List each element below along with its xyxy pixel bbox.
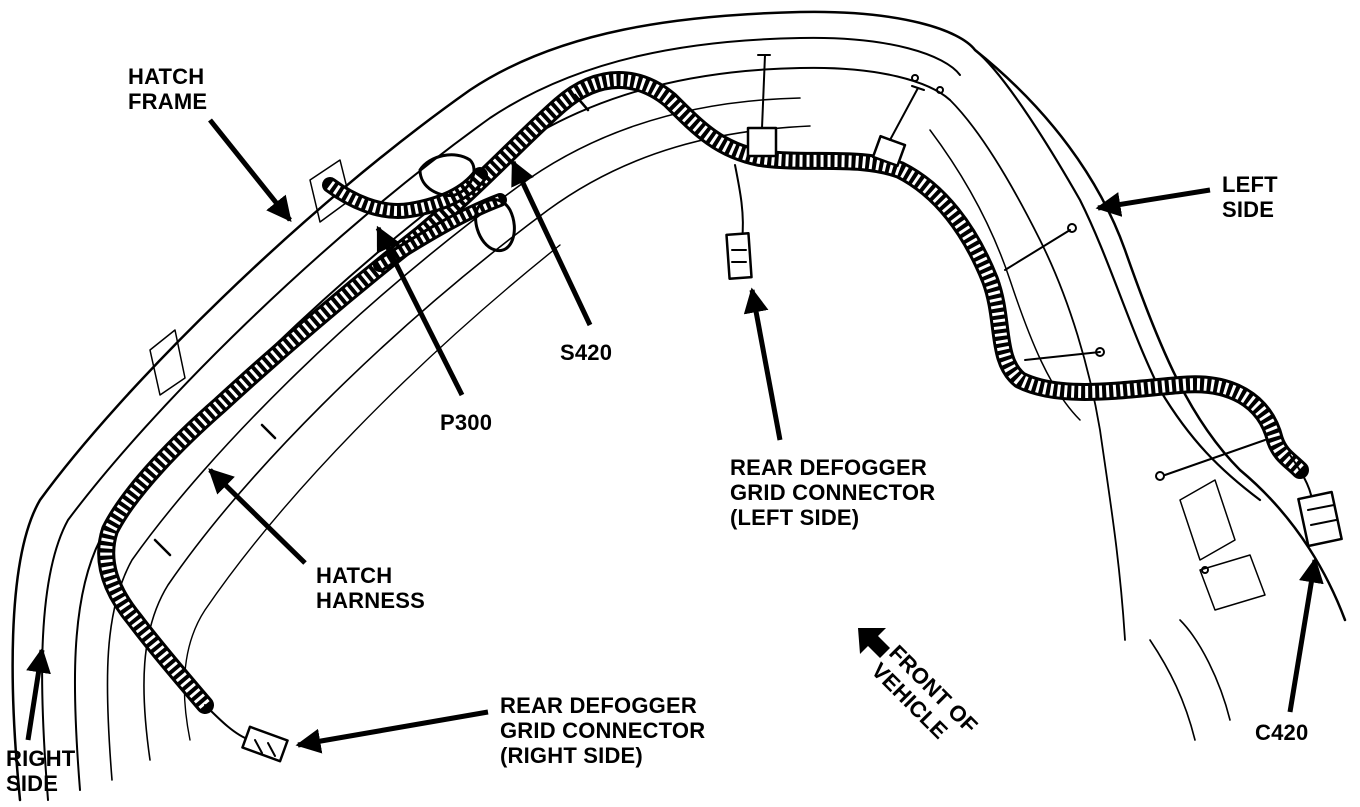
hatch-harness-label: HATCH HARNESS — [316, 563, 425, 613]
left-side-label: LEFT SIDE — [1222, 172, 1278, 222]
harness-branch-p300-ribs — [327, 171, 484, 216]
hatch-frame-label-line-1: HATCH — [128, 64, 205, 89]
frame-outer-edge — [11, 10, 1347, 802]
frame-panel-notch-2 — [149, 329, 186, 396]
s420-label: S420 — [560, 340, 613, 365]
left-defogger-lead — [734, 164, 744, 241]
c420-label: C420 — [1255, 720, 1309, 745]
hatch-frame-label-line-2: FRAME — [128, 89, 208, 114]
right-side-label-line-1: RIGHT — [6, 746, 76, 771]
harness-clip-5-stud — [1164, 439, 1266, 476]
frame-panel-notch-4 — [1199, 554, 1266, 611]
callout-arrows — [25, 118, 1324, 754]
hatch-frame-arrow — [208, 118, 292, 222]
rear-defogger-right-line-3: (RIGHT SIDE) — [500, 743, 643, 768]
harness-clip-4-stud — [1024, 351, 1101, 361]
frame-hole-3 — [1155, 471, 1165, 481]
rear-defogger-left-label: REAR DEFOGGER GRID CONNECTOR (LEFT SIDE) — [730, 455, 935, 530]
c420-connector — [1297, 490, 1343, 548]
rear-defogger-left-line-2: GRID CONNECTOR — [730, 480, 936, 505]
c420-connector-detail — [1307, 504, 1337, 526]
frame-hole-5 — [911, 74, 919, 82]
harness-clip-1-stud — [757, 54, 771, 129]
left-defogger-plug — [725, 232, 753, 280]
hatch-harness-arrow — [208, 468, 307, 565]
left-defogger-plug-detail — [731, 249, 747, 263]
p300-clamp — [418, 153, 476, 198]
right-side-arrow — [25, 647, 51, 741]
p300-label: P300 — [440, 410, 493, 435]
harness-clip-3-stud — [1004, 229, 1071, 271]
left-side-label-line-2: SIDE — [1222, 197, 1275, 222]
right-defogger-plug — [241, 725, 289, 763]
front-of-vehicle-arrow — [858, 628, 890, 658]
frame-hole-6 — [936, 86, 944, 94]
frame-hole-4 — [1201, 566, 1209, 574]
right-side-label: RIGHT SIDE — [6, 746, 75, 796]
p300-connector-ring — [474, 198, 516, 253]
left-side-label-line-1: LEFT — [1222, 172, 1278, 197]
hatch-harness-label-line-2: HARNESS — [316, 588, 425, 613]
harness-tape-marks — [153, 93, 590, 557]
frame-lower-left — [1149, 619, 1231, 741]
harness-hardware — [153, 54, 1343, 763]
harness-conduit — [97, 71, 1309, 714]
left-side-arrow — [1095, 187, 1211, 217]
p300-arrow — [375, 225, 465, 397]
rear-defogger-right-arrow — [295, 709, 489, 754]
rear-defogger-left-line-1: REAR DEFOGGER — [730, 455, 927, 480]
rear-defogger-right-label: REAR DEFOGGER GRID CONNECTOR (RIGHT SIDE… — [500, 693, 705, 768]
right-side-label-line-2: SIDE — [6, 771, 59, 796]
rear-defogger-left-line-3: (LEFT SIDE) — [730, 505, 860, 530]
frame-panel-notch-3 — [1179, 479, 1236, 561]
frame-left-pillar-inner — [949, 99, 1126, 641]
rear-defogger-right-line-2: GRID CONNECTOR — [500, 718, 706, 743]
rear-defogger-left-arrow — [743, 287, 783, 441]
hatch-frame-label: HATCH FRAME — [128, 64, 207, 114]
frame-hole-2 — [1095, 347, 1105, 357]
frame-inner-edge-3 — [106, 97, 801, 781]
c420-arrow — [1287, 557, 1324, 713]
frame-hole-1 — [1067, 223, 1077, 233]
frame-left-pillar-outer — [973, 48, 1262, 502]
s420-arrow — [510, 159, 593, 327]
hatch-harness-label-line-1: HATCH — [316, 563, 393, 588]
harness-clip-2 — [871, 134, 907, 168]
harness-clip-1 — [746, 126, 778, 158]
rear-defogger-right-line-1: REAR DEFOGGER — [500, 693, 697, 718]
right-defogger-plug-detail — [254, 739, 276, 757]
harness-clip-2-stud — [889, 85, 925, 141]
harness-ribs — [100, 74, 1305, 709]
